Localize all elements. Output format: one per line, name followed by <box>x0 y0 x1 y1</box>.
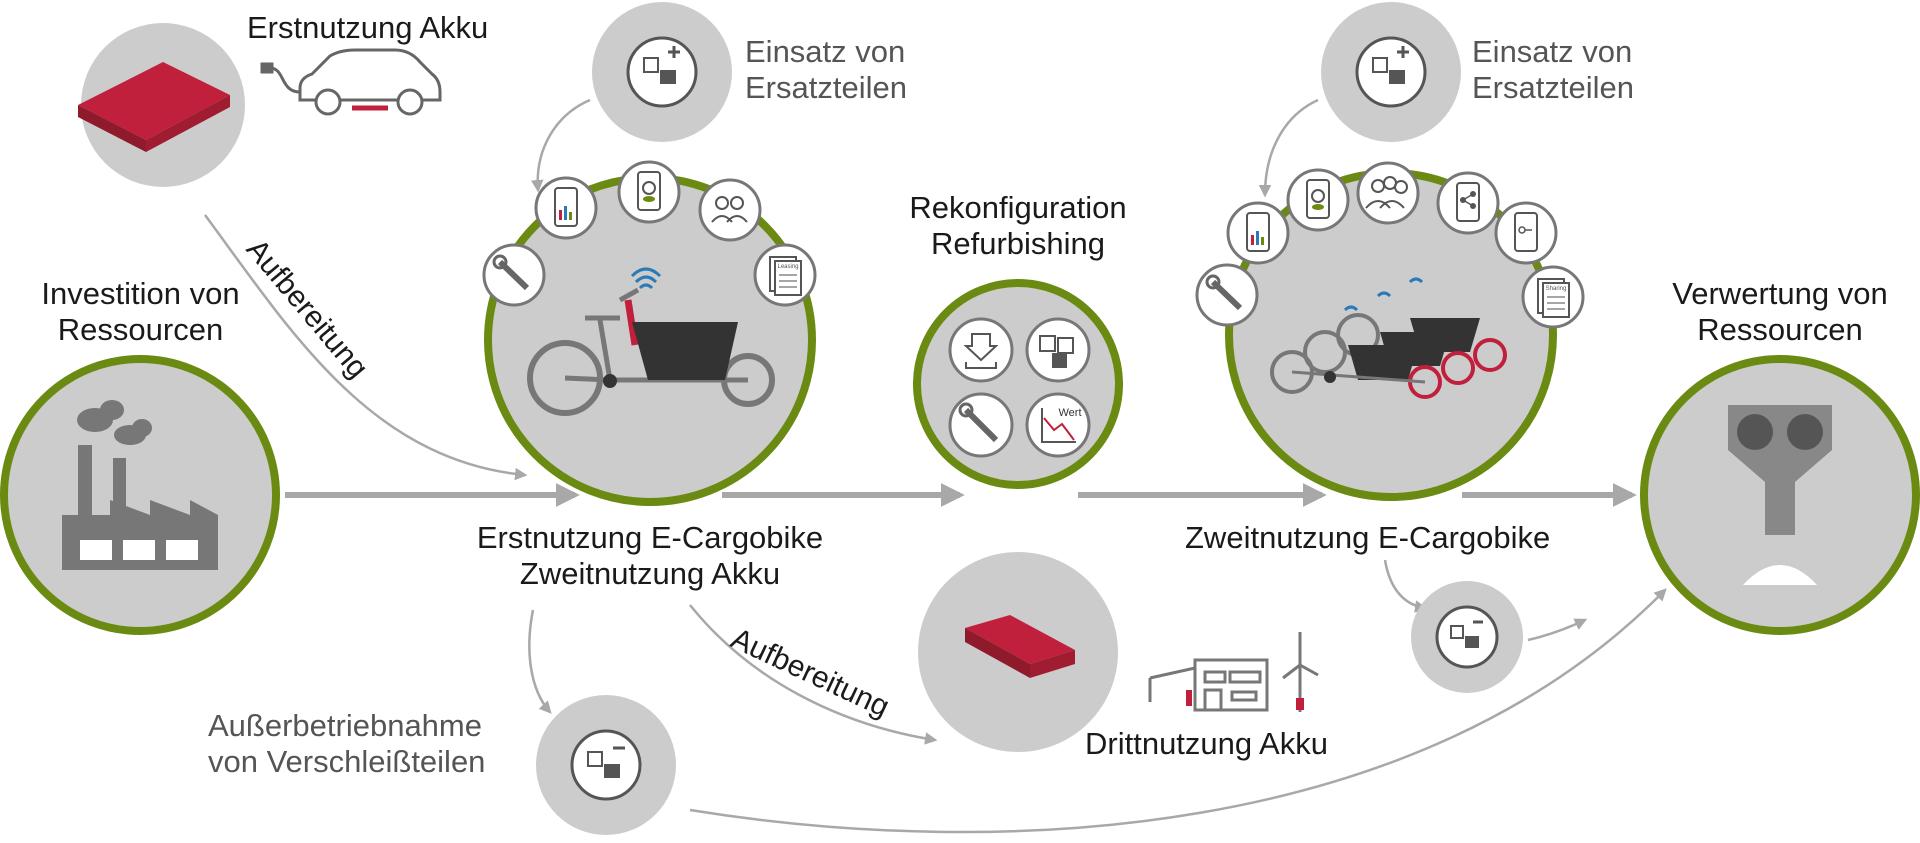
investment-label-line2: Ressourcen <box>57 312 224 347</box>
third-use-battery-node <box>918 552 1118 752</box>
value-decline-icon: Wert <box>1025 392 1091 458</box>
recycling-label-line2: Ressourcen <box>1697 312 1863 347</box>
second-wear-parts-node <box>1411 581 1523 693</box>
phone-globe-icon <box>617 160 681 224</box>
car-icon <box>260 48 442 116</box>
cargobike-fleet-icon <box>1270 277 1507 399</box>
leasing-text: Leasing <box>777 264 798 270</box>
spare-parts-label-2: Einsatz von Ersatzteilen <box>1472 34 1634 106</box>
spare-parts-node-1 <box>592 2 732 142</box>
secondary-flow-arrows <box>203 98 1667 834</box>
spare-parts-node-2 <box>1321 2 1461 142</box>
wear-parts-node <box>536 695 676 835</box>
first-use-battery-node <box>78 23 245 187</box>
wind-turbine-icon <box>1282 632 1319 712</box>
share-icon <box>1436 171 1500 235</box>
puzzle-minus-icon <box>1450 620 1483 648</box>
first-use-cargobike-label-line2: Zweitnutzung Akku <box>519 556 781 591</box>
spare-parts-label-1: Einsatz von Ersatzteilen <box>745 34 907 106</box>
wrench-icon <box>948 392 1014 458</box>
document-icon: Leasing <box>753 243 817 307</box>
puzzle-plus-icon <box>643 46 680 84</box>
investment-label-line1: Investition von <box>41 276 240 311</box>
decommissioning-label: Außerbetriebnahme von Verschleißteilen <box>208 708 485 780</box>
phone-chart-icon <box>1226 201 1290 265</box>
recycling-node <box>1640 355 1920 635</box>
recycling-label-line1: Verwertung von <box>1672 276 1888 311</box>
download-icon <box>948 317 1014 383</box>
recycling-label: Verwertung von Ressourcen <box>1640 276 1920 348</box>
investment-node <box>0 355 280 635</box>
spare-parts-label-1-line1: Einsatz von <box>745 34 906 69</box>
puzzle-minus-icon <box>587 746 625 778</box>
phone-chart-icon <box>534 176 598 240</box>
phone-globe-icon <box>1286 168 1350 232</box>
hopper-icon <box>1728 405 1832 585</box>
first-use-battery-label: Erstnutzung Akku <box>247 10 489 45</box>
wrench-icon <box>482 243 546 307</box>
puzzle-plus-icon <box>1372 46 1409 84</box>
factory-icon <box>62 400 218 570</box>
first-use-cargobike-label: Erstnutzung E-Cargobike Zweitnutzung Akk… <box>440 520 860 592</box>
spare-parts-label-1-line2: Ersatzteilen <box>745 70 907 105</box>
reconfiguration-node: Wert <box>913 279 1123 489</box>
decommissioning-label-line1: Außerbetriebnahme <box>208 708 482 743</box>
puzzle-swap-icon <box>1025 317 1091 383</box>
second-use-cargobike-node <box>1225 169 1557 501</box>
third-use-battery-label: Drittnutzung Akku <box>1085 726 1328 761</box>
reconfiguration-label-line1: Rekonfiguration <box>909 190 1127 225</box>
value-text: Wert <box>1058 407 1081 419</box>
wrench-icon <box>1195 263 1259 327</box>
investment-label: Investition von Ressourcen <box>18 276 263 348</box>
service-icons-ring-2: Sharing <box>1195 161 1585 329</box>
spare-parts-label-2-line1: Einsatz von <box>1472 34 1633 69</box>
battery-icon <box>78 62 230 152</box>
decommissioning-label-line2: von Verschleißteilen <box>208 744 486 779</box>
cargobike-icon <box>527 267 775 416</box>
users-icon <box>1356 161 1420 225</box>
reconfiguration-label-line2: Refurbishing <box>930 226 1106 261</box>
reconfiguration-label: Rekonfiguration Refurbishing <box>878 190 1158 262</box>
document-icon: Sharing <box>1521 265 1585 329</box>
sharing-text: Sharing <box>1546 286 1567 292</box>
house-icon <box>1148 658 1269 712</box>
spare-parts-label-2-line2: Ersatzteilen <box>1472 70 1634 105</box>
key-phone-icon <box>1494 201 1558 265</box>
second-use-cargobike-label: Zweitnutzung E-Cargobike <box>1185 520 1551 555</box>
service-icons-ring-1: Leasing <box>482 160 817 307</box>
first-use-cargobike-label-line1: Erstnutzung E-Cargobike <box>476 520 824 555</box>
first-use-cargobike-node <box>484 174 816 506</box>
users-icon <box>698 178 762 242</box>
battery-icon <box>965 615 1075 678</box>
